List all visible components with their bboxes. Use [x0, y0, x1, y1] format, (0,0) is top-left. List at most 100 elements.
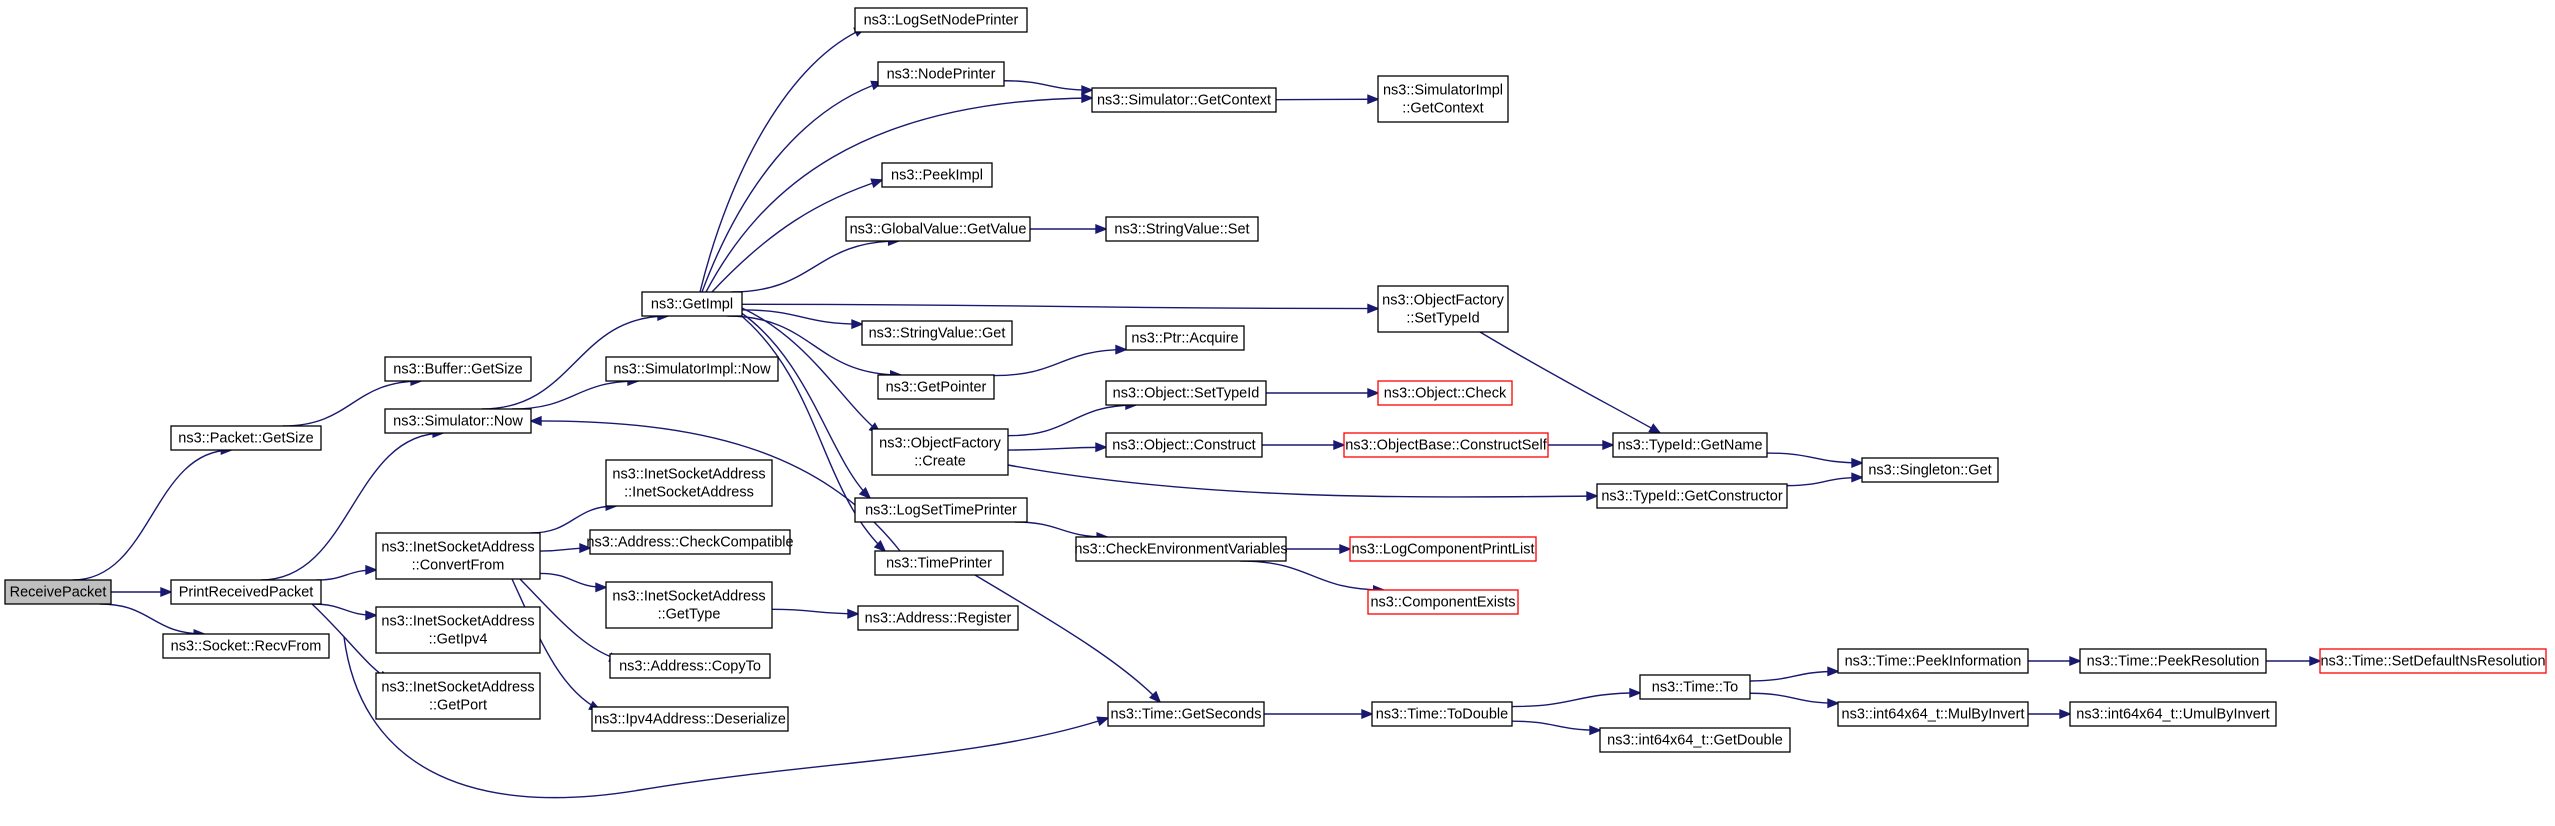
node-label: ns3::Packet::GetSize: [178, 431, 313, 447]
edge-printreceivedpacket-to-inetsocketaddress-getipv4: [312, 603, 378, 621]
node-address-checkcompatible[interactable]: ns3::Address::CheckCompatible: [586, 529, 794, 555]
node-inetsocketaddress-gettype[interactable]: ns3::InetSocketAddress::GetType: [605, 581, 773, 629]
node-label: ::InetSocketAddress: [624, 485, 754, 501]
edge-time-to-to-int64x64-mulbyinvert: [1749, 692, 1840, 709]
node-label: ns3::Buffer::GetSize: [393, 362, 523, 378]
node-timeprinter[interactable]: ns3::TimePrinter: [874, 550, 1004, 576]
node-box: [170, 579, 322, 605]
edge-objectfactory-settypeid-to-typeid-getname: [1479, 331, 1662, 434]
node-box: [605, 459, 773, 507]
node-label: ns3::int64x64_t::MulByInvert: [1842, 707, 2025, 723]
node-socket-recvfrom[interactable]: ns3::Socket::RecvFrom: [162, 633, 330, 659]
node-time-todouble[interactable]: ns3::Time::ToDouble: [1371, 701, 1513, 727]
node-inetsocketaddress-convertfrom[interactable]: ns3::InetSocketAddress::ConvertFrom: [375, 532, 541, 580]
node-stringvalue-get[interactable]: ns3::StringValue::Get: [861, 320, 1013, 346]
node-typeid-getname[interactable]: ns3::TypeId::GetName: [1612, 432, 1768, 458]
edge-time-to-to-time-peekinformation: [1749, 666, 1840, 682]
node-int64x64-umulbyinvert[interactable]: ns3::int64x64_t::UmulByInvert: [2069, 701, 2277, 727]
node-ptr-acquire[interactable]: ns3::Ptr::Acquire: [1125, 325, 1245, 351]
node-label: ns3::Simulator::Now: [393, 414, 523, 430]
node-singleton-get[interactable]: ns3::Singleton::Get: [1861, 457, 1999, 483]
node-ipv4address-deserialize[interactable]: ns3::Ipv4Address::Deserialize: [591, 706, 789, 732]
node-label: ns3::Simulator::GetContext: [1097, 93, 1271, 109]
node-box: [384, 408, 532, 434]
node-simulator-now[interactable]: ns3::Simulator::Now: [384, 408, 532, 434]
node-logsettimeprinter[interactable]: ns3::LogSetTimePrinter: [854, 497, 1028, 523]
node-label: ns3::SimulatorImpl::Now: [613, 362, 771, 378]
node-box: [1377, 285, 1509, 333]
node-label: ns3::CheckEnvironmentVariables: [1074, 542, 1287, 558]
node-int64x64-mulbyinvert[interactable]: ns3::int64x64_t::MulByInvert: [1837, 701, 2029, 727]
node-globalvalue-getvalue[interactable]: ns3::GlobalValue::GetValue: [845, 216, 1031, 242]
edge-object-settypeid-to-object-check: [1266, 387, 1380, 399]
node-box: [1377, 75, 1509, 123]
node-label: ns3::Ipv4Address::Deserialize: [594, 712, 786, 728]
node-logsetnodeprinter[interactable]: ns3::LogSetNodePrinter: [854, 7, 1028, 33]
node-label: ns3::InetSocketAddress: [381, 540, 534, 556]
node-buffer-getsize[interactable]: ns3::Buffer::GetSize: [384, 356, 532, 382]
node-box: [1343, 432, 1549, 458]
edge-time-getseconds-to-time-todouble: [1264, 708, 1374, 720]
node-box: [2069, 701, 2277, 727]
node-time-peekinformation[interactable]: ns3::Time::PeekInformation: [1837, 648, 2029, 674]
node-inetsocketaddress-ctor[interactable]: ns3::InetSocketAddress::InetSocketAddres…: [605, 459, 773, 507]
node-box: [1107, 701, 1265, 727]
node-box: [1596, 483, 1788, 509]
node-logcomponentprintlist[interactable]: ns3::LogComponentPrintList: [1349, 536, 1537, 562]
node-printreceivedpacket[interactable]: PrintReceivedPacket: [170, 579, 322, 605]
node-packet-getsize[interactable]: ns3::Packet::GetSize: [170, 425, 322, 451]
node-simulator-getcontext[interactable]: ns3::Simulator::GetContext: [1091, 87, 1277, 113]
node-time-peekresolution[interactable]: ns3::Time::PeekResolution: [2079, 648, 2267, 674]
node-getimpl[interactable]: ns3::GetImpl: [641, 291, 743, 317]
node-label: ns3::int64x64_t::UmulByInvert: [2076, 707, 2269, 723]
node-objectfactory-create[interactable]: ns3::ObjectFactory::Create: [871, 428, 1009, 476]
node-label: ns3::ObjectFactory: [1382, 293, 1504, 309]
node-typeid-getconstructor[interactable]: ns3::TypeId::GetConstructor: [1596, 483, 1788, 509]
node-address-register[interactable]: ns3::Address::Register: [857, 605, 1019, 631]
edge-simulator-getcontext-to-simulatorimpl-getcontext: [1275, 94, 1380, 105]
node-box: [871, 428, 1009, 476]
edge-nodeprinter-to-simulator-getcontext: [1003, 80, 1094, 96]
node-receivepacket[interactable]: ReceivePacket: [4, 579, 112, 605]
node-simulatorimpl-now[interactable]: ns3::SimulatorImpl::Now: [605, 356, 779, 382]
node-address-copyto[interactable]: ns3::Address::CopyTo: [609, 653, 771, 679]
node-label: ReceivePacket: [10, 585, 107, 601]
node-time-to[interactable]: ns3::Time::To: [1639, 674, 1751, 700]
node-label: ns3::PeekImpl: [891, 168, 983, 184]
node-getpointer[interactable]: ns3::GetPointer: [877, 374, 995, 400]
node-inetsocketaddress-getport[interactable]: ns3::InetSocketAddress::GetPort: [375, 672, 541, 720]
node-box: [641, 291, 743, 317]
node-label: ns3::StringValue::Set: [1114, 222, 1249, 238]
edge-time-todouble-to-time-to: [1511, 687, 1642, 708]
node-box: [1861, 457, 1999, 483]
node-int64x64-getdouble[interactable]: ns3::int64x64_t::GetDouble: [1599, 727, 1791, 753]
node-objectbase-constructself[interactable]: ns3::ObjectBase::ConstructSelf: [1343, 432, 1549, 458]
node-object-check[interactable]: ns3::Object::Check: [1377, 380, 1513, 406]
node-time-getseconds[interactable]: ns3::Time::GetSeconds: [1107, 701, 1265, 727]
node-label: ns3::int64x64_t::GetDouble: [1607, 733, 1783, 749]
node-label: ns3::Singleton::Get: [1868, 463, 1991, 479]
node-box: [857, 605, 1019, 631]
node-box: [2079, 648, 2267, 674]
node-box: [1639, 674, 1751, 700]
node-peekimpl[interactable]: ns3::PeekImpl: [881, 162, 993, 188]
node-label: ns3::Address::CopyTo: [619, 659, 761, 675]
node-componentexists[interactable]: ns3::ComponentExists: [1367, 589, 1519, 615]
edge-getimpl-to-logsettimeprinter: [739, 311, 872, 500]
node-box: [589, 529, 791, 555]
node-objectfactory-settypeid[interactable]: ns3::ObjectFactory::SetTypeId: [1377, 285, 1509, 333]
node-object-settypeid[interactable]: ns3::Object::SetTypeId: [1105, 380, 1267, 406]
node-checkenvironmentvariables[interactable]: ns3::CheckEnvironmentVariables: [1074, 536, 1288, 562]
node-box: [1371, 701, 1513, 727]
node-inetsocketaddress-getipv4[interactable]: ns3::InetSocketAddress::GetIpv4: [375, 606, 541, 654]
node-nodeprinter[interactable]: ns3::NodePrinter: [877, 61, 1005, 87]
edge-int64x64-mulbyinvert-to-int64x64-umulbyinvert: [2028, 708, 2072, 720]
node-simulatorimpl-getcontext[interactable]: ns3::SimulatorImpl::GetContext: [1377, 75, 1509, 123]
node-label: ns3::Time::To: [1652, 680, 1739, 696]
node-box: [1349, 536, 1537, 562]
node-time-setdefaultnsresolution[interactable]: ns3::Time::SetDefaultNsResolution: [2319, 648, 2547, 674]
node-stringvalue-set[interactable]: ns3::StringValue::Set: [1105, 216, 1259, 242]
node-box: [1377, 380, 1513, 406]
node-box: [1612, 432, 1768, 458]
node-object-construct[interactable]: ns3::Object::Construct: [1105, 432, 1263, 458]
